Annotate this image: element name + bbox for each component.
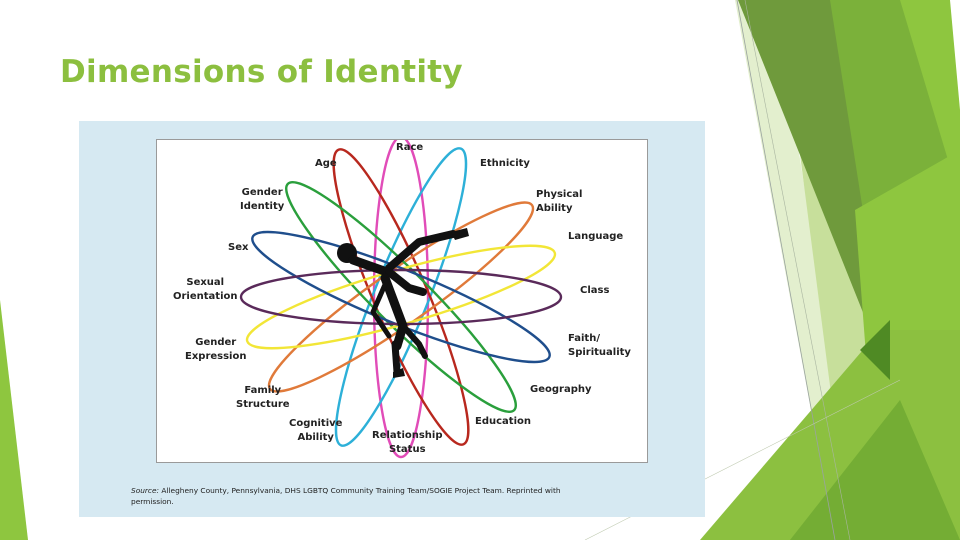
source-text: Allegheny County, Pennsylvania, DHS LGBT… xyxy=(131,486,561,506)
figure-source-note: Source: Allegheny County, Pennsylvania, … xyxy=(131,485,601,507)
label-gender-expression: Gender Expression xyxy=(185,336,246,364)
label-age: Age xyxy=(315,157,337,171)
slide-title: Dimensions of Identity xyxy=(60,54,463,90)
identity-diagram: Race Age Ethnicity Gender Identity Physi… xyxy=(156,139,648,463)
label-sex: Sex xyxy=(228,241,248,255)
label-class: Class xyxy=(580,284,609,298)
label-gender-identity: Gender Identity xyxy=(240,186,284,214)
label-cognitive-ability: Cognitive Ability xyxy=(289,417,342,445)
label-education: Education xyxy=(475,415,531,429)
ellipse-green xyxy=(269,165,533,429)
label-family-structure: Family Structure xyxy=(236,384,290,412)
label-geography: Geography xyxy=(530,383,592,397)
label-language: Language xyxy=(568,230,623,244)
ellipse-pink xyxy=(374,140,428,457)
ellipse-red xyxy=(314,140,489,455)
label-race: Race xyxy=(396,141,423,155)
label-sexual-orientation: Sexual Orientation xyxy=(173,276,238,304)
label-faith-spirituality: Faith/ Spirituality xyxy=(568,332,631,360)
ellipse-navy xyxy=(243,212,560,382)
identity-figure: Race Age Ethnicity Gender Identity Physi… xyxy=(79,121,705,517)
label-ethnicity: Ethnicity xyxy=(480,157,530,171)
label-physical-ability: Physical Ability xyxy=(536,188,582,216)
breakdancer-silhouette-icon xyxy=(337,228,469,378)
ellipse-cyan xyxy=(316,140,486,455)
source-label: Source: xyxy=(131,486,159,495)
label-relationship-status: Relationship Status xyxy=(372,429,443,457)
